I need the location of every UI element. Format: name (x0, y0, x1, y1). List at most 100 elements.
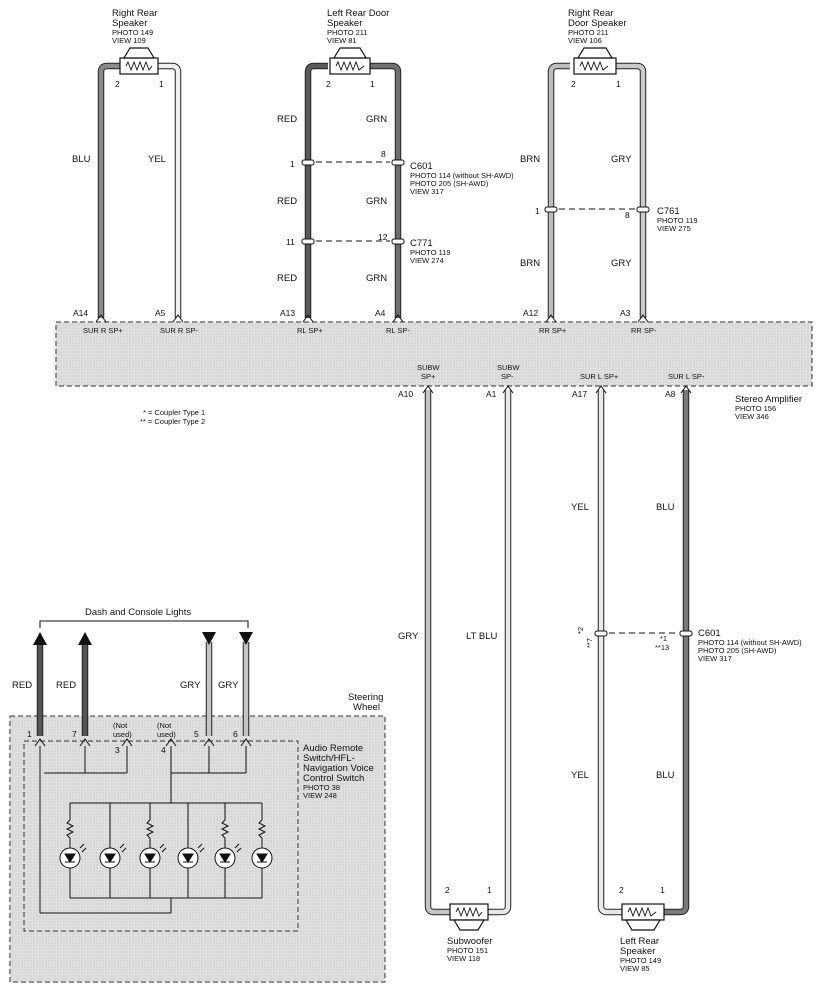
amp-pin-a4: A4 (375, 308, 386, 318)
switch-pin-4: 4 (161, 745, 166, 755)
switch-pin-terminals (34, 738, 252, 747)
c601-bottom-pin-left-1: *2 (576, 627, 585, 634)
wire-label-yel-lr-2: YEL (571, 770, 589, 781)
c601-bottom-line-2: PHOTO 205 (SH-AWD) (698, 646, 777, 655)
wire-label-yel-lr-1: YEL (571, 502, 589, 513)
amp-pin-a17: A17 (572, 389, 587, 399)
right-rear-speaker-view: VIEW 109 (112, 36, 146, 45)
steering-wheel-label-1: Steering (348, 692, 383, 703)
wire-label-grn-3: GRN (366, 273, 387, 284)
subwoofer-pin-1: 1 (487, 885, 492, 895)
amp-pin-a12: A12 (523, 308, 538, 318)
c771-pin-left: 11 (286, 237, 295, 247)
c771-name: C771 (410, 238, 433, 249)
right-rear-door-speaker-pin-2: 2 (571, 79, 576, 89)
right-rear-speaker-name-1: Right Rear (112, 8, 157, 19)
left-rear-door-speaker-name-2: Speaker (327, 18, 362, 29)
left-rear-door-speaker-pin-1: 1 (370, 79, 375, 89)
wire-label-brn-2: BRN (520, 258, 540, 269)
right-rear-speaker-name-2: Speaker (112, 18, 147, 29)
c601-top-line-1: PHOTO 114 (without SH-AWD) (410, 171, 514, 180)
wire-label-red-3: RED (277, 273, 297, 284)
dash-wire-red-2: RED (56, 680, 76, 691)
c601-bottom-line-3: VIEW 317 (698, 654, 732, 663)
amp-label-rl-sp-plus: RL SP+ (297, 326, 323, 335)
arrow-up-icon (33, 632, 47, 645)
arrow-up-icon (78, 632, 92, 645)
amp-label-sur-l-sp-plus: SUR L SP+ (580, 372, 619, 381)
amp-pin-a1: A1 (486, 389, 497, 399)
right-rear-door-speaker-view: VIEW 106 (568, 36, 602, 45)
c761-pin-left: 1 (535, 206, 540, 216)
stereo-amplifier-view: VIEW 346 (735, 412, 769, 421)
left-rear-speaker-pin-1: 1 (660, 885, 665, 895)
right-rear-speaker-pin-2: 2 (115, 79, 120, 89)
switch-name-1: Audio Remote (303, 743, 363, 754)
dash-wire-red-1: RED (12, 680, 32, 691)
right-rear-door-speaker-name-1: Right Rear (568, 8, 613, 19)
amp-label-rr-sp-plus: RR SP+ (539, 326, 567, 335)
left-rear-speaker-view: VIEW 85 (620, 964, 650, 973)
c761-pin-right: 8 (625, 210, 630, 220)
legend-coupler-type-2: ** = Coupler Type 2 (140, 417, 205, 426)
c601-bottom-line-1: PHOTO 114 (without SH-AWD) (698, 638, 802, 647)
wire-label-yel-1: YEL (148, 154, 166, 165)
arrow-down-icon (239, 632, 253, 645)
subwoofer-name: Subwoofer (447, 936, 492, 947)
led-array (59, 803, 273, 898)
wire-label-blu-lr-1: BLU (656, 502, 675, 513)
not-used-1a: (Not (113, 721, 128, 730)
left-rear-speaker-icon (621, 903, 665, 931)
wire-label-brn-1: BRN (520, 154, 540, 165)
c601-top-line-3: VIEW 317 (410, 187, 444, 196)
wire-label-gry-1: GRY (611, 154, 632, 165)
audio-remote-switch-box (23, 740, 299, 932)
not-used-1b: used) (113, 730, 132, 739)
c601-top-pin-left: 1 (290, 159, 295, 169)
stereo-amplifier-photo: PHOTO 156 (735, 404, 776, 413)
wire-yel-right-rear (158, 62, 182, 318)
wire-yel-left-rear (597, 390, 622, 916)
not-used-2a: (Not (157, 721, 172, 730)
amp-pin-a14: A14 (73, 308, 88, 318)
left-rear-door-speaker-view: VIEW 81 (327, 36, 357, 45)
stereo-amplifier-name: Stereo Amplifier (735, 394, 802, 405)
c771-line-2: VIEW 274 (410, 256, 444, 265)
right-rear-speaker-pin-1: 1 (159, 79, 164, 89)
dash-wire-gry-2: GRY (218, 680, 239, 691)
stereo-amplifier-box (55, 321, 813, 387)
left-rear-speaker-name-2: Speaker (620, 946, 655, 957)
wire-gry-subwoofer (424, 390, 450, 916)
wire-red-left-rear-door (304, 62, 328, 318)
steering-wheel-label-2: Wheel (353, 702, 380, 713)
left-rear-speaker-name-1: Left Rear (620, 936, 659, 947)
left-rear-door-speaker-name-1: Left Rear Door (327, 8, 389, 19)
switch-pin-5: 5 (194, 729, 199, 739)
right-rear-door-speaker-photo: PHOTO 211 (568, 28, 609, 37)
amp-label-rr-sp-minus: RR SP- (631, 326, 657, 335)
amp-pin-a5: A5 (155, 308, 166, 318)
left-rear-door-speaker-icon (329, 47, 371, 75)
dash-wire-gry-1: GRY (180, 680, 201, 691)
right-rear-door-speaker-name-2: Door Speaker (568, 18, 627, 29)
wire-brn-right-rear-door (547, 62, 570, 318)
switch-pin-3: 3 (115, 745, 120, 755)
amp-label-subw-plus-1: SUBW (417, 363, 440, 372)
wire-label-lt-blu-sub: LT BLU (466, 631, 497, 642)
amp-pin-a13: A13 (280, 308, 295, 318)
amp-top-terminals (95, 314, 649, 323)
switch-name-2: Switch/HFL- (303, 753, 355, 764)
amp-label-sur-r-sp-minus: SUR R SP- (160, 326, 198, 335)
right-rear-speaker-icon (119, 47, 159, 75)
c601-top-line-2: PHOTO 205 (SH-AWD) (410, 179, 489, 188)
not-used-2b: used) (157, 730, 176, 739)
amp-label-rl-sp-minus: RL SP- (386, 326, 410, 335)
wire-label-red-1: RED (277, 114, 297, 125)
switch-view: VIEW 248 (303, 791, 337, 800)
wire-gry-right-rear-door (616, 62, 647, 318)
wire-lt-blu-subwoofer (488, 390, 512, 916)
c601-bottom-pin-right-1: *1 (660, 634, 667, 643)
left-rear-door-speaker-photo: PHOTO 211 (327, 28, 368, 37)
wire-label-grn-1: GRN (366, 114, 387, 125)
